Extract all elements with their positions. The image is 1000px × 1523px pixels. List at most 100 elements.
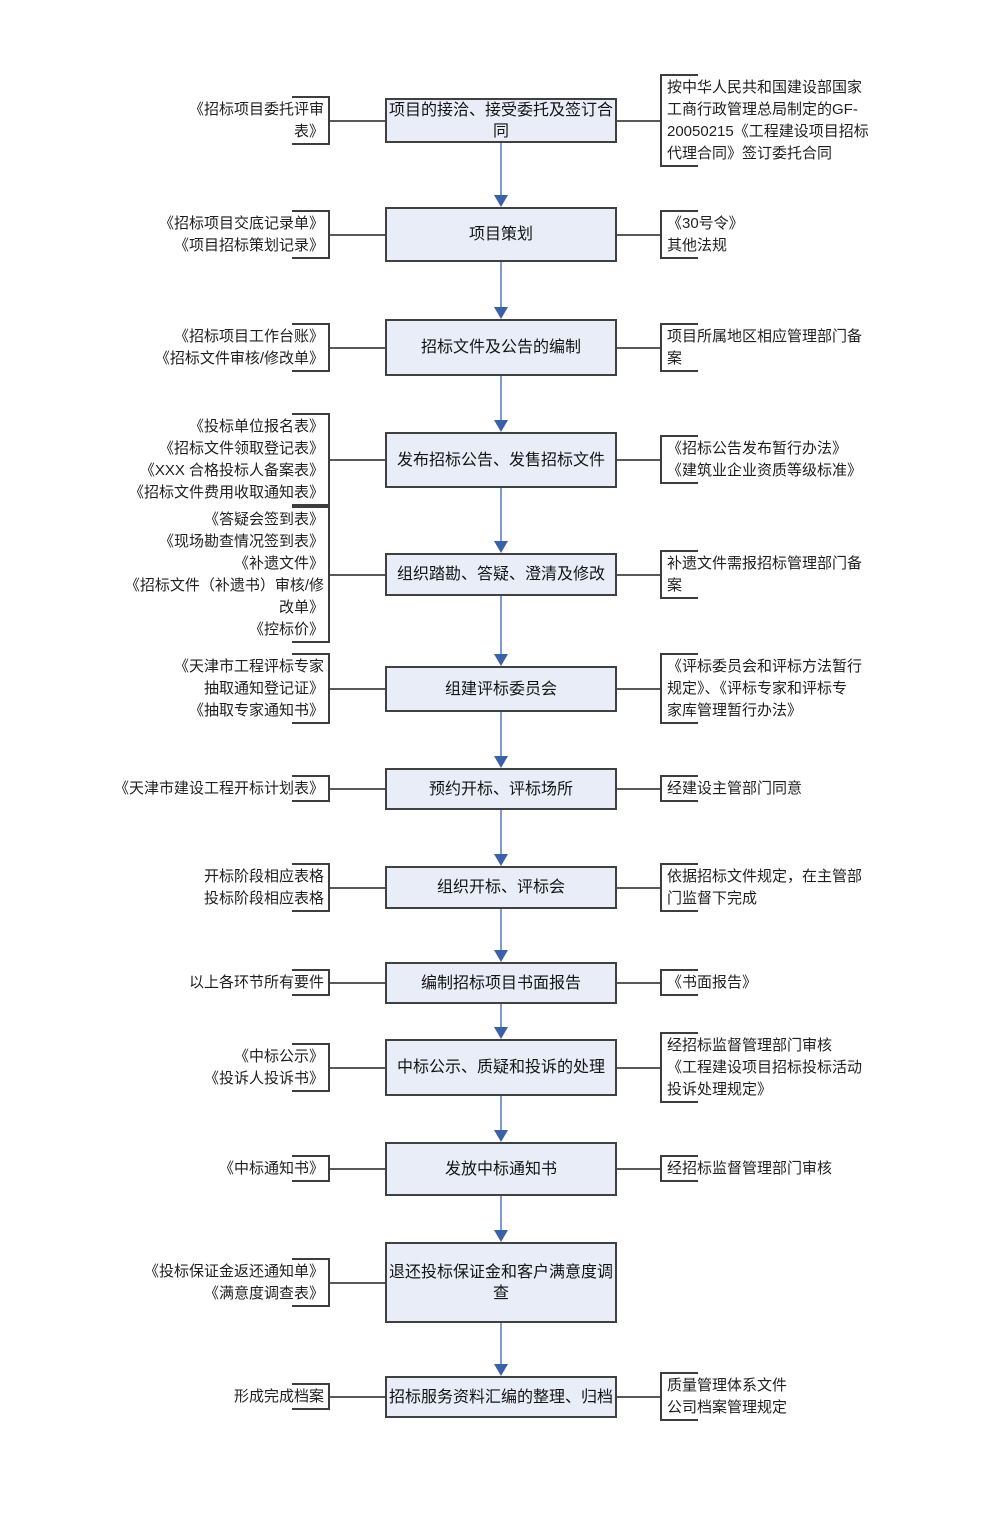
left-note-text: 《招标项目交底记录单》 《项目招标策划记录》 xyxy=(158,214,324,254)
left-note-text: 《中标公示》 《投诉人投诉书》 xyxy=(203,1047,324,1087)
connector-right xyxy=(617,573,660,576)
process-step-10: 中标公示、质疑和投诉的处理 xyxy=(385,1039,617,1096)
right-note-text: 《书面报告》 xyxy=(667,974,758,991)
process-step-12: 退还投标保证金和客户满意度调 查 xyxy=(385,1242,617,1323)
right-note-text: 按中华人民共和国建设部国家 工商行政管理总局制定的GF- 20050215《工程… xyxy=(667,78,869,162)
process-step-label: 招标文件及公告的编制 xyxy=(420,339,581,356)
right-note-13: 质量管理体系文件 公司档案管理规定 xyxy=(660,1372,787,1421)
arrow-shaft xyxy=(500,1323,502,1366)
down-arrow-11 xyxy=(494,1196,508,1242)
arrow-head-icon xyxy=(494,654,508,666)
left-note-2: 《招标项目交底记录单》 《项目招标策划记录》 xyxy=(158,209,330,259)
arrow-shaft xyxy=(500,810,502,856)
process-step-8: 组织开标、评标会 xyxy=(385,866,617,909)
left-note-bracket xyxy=(292,413,330,506)
left-note-bracket xyxy=(292,1155,330,1182)
process-step-label: 中标公示、质疑和投诉的处理 xyxy=(396,1059,605,1076)
arrow-head-icon xyxy=(494,1364,508,1376)
left-note-bracket xyxy=(292,322,330,372)
right-note-bracket xyxy=(660,775,698,802)
left-note-bracket xyxy=(292,95,330,145)
connector-right xyxy=(617,119,660,122)
process-step-label: 预约开标、评标场所 xyxy=(428,780,573,798)
connector-left xyxy=(330,459,385,461)
process-step-label: 项目策划 xyxy=(468,226,533,243)
process-step-label: 组织踏勘、答疑、澄清及修改 xyxy=(396,566,605,583)
process-step-1: 项目的接洽、接受委托及签订合 同 xyxy=(385,98,617,143)
flow-row-1: 《招标项目委托评审 表》项目的接洽、接受委托及签订合 同按中华人民共和国建设部国… xyxy=(0,73,1000,167)
right-note-9: 《书面报告》 xyxy=(660,969,758,996)
right-note-bracket xyxy=(660,653,698,724)
left-note-9: 以上各环节所有要件 xyxy=(188,969,330,996)
process-step-7: 预约开标、评标场所 xyxy=(385,768,617,810)
connector-left xyxy=(330,688,385,690)
connector-right xyxy=(617,788,660,790)
connector-left xyxy=(330,1168,385,1170)
left-note-bracket xyxy=(292,1257,330,1307)
right-note-8: 依据招标文件规定，在主管部 门监督下完成 xyxy=(660,862,863,912)
connector-right xyxy=(617,346,660,349)
arrow-head-icon xyxy=(494,756,508,768)
arrow-shaft xyxy=(500,712,502,758)
arrow-shaft xyxy=(500,909,502,952)
process-step-label: 发放中标通知书 xyxy=(444,1160,557,1178)
left-note-text: 《招标项目工作台账》 《招标文件审核/修改单》 xyxy=(154,327,324,367)
left-note-text: 形成完成档案 xyxy=(233,1388,324,1405)
connector-left xyxy=(330,1066,385,1069)
right-note-bracket xyxy=(660,1372,698,1421)
arrow-shaft xyxy=(500,376,502,422)
process-step-13: 招标服务资料汇编的整理、归档 xyxy=(385,1376,617,1418)
flow-row-12: 《投标保证金返还通知单》 《满意度调查表》退还投标保证金和客户满意度调 查 xyxy=(0,1242,1000,1323)
flow-row-10: 《中标公示》 《投诉人投诉书》 中标公示、质疑和投诉的处理 经招标监督管理部门审核 … xyxy=(0,1031,1000,1103)
left-note-bracket xyxy=(292,1383,330,1410)
left-note-bracket xyxy=(292,775,330,802)
down-arrow-3 xyxy=(494,376,508,432)
process-step-9: 编制招标项目书面报告 xyxy=(385,962,617,1004)
flow-row-7: 《天津市建设工程开标计划表》预约开标、评标场所经建设主管部门同意 xyxy=(0,768,1000,810)
down-arrow-12 xyxy=(494,1323,508,1376)
right-note-text: 《评标委员会和评标方法暂行 规定》、《评标专家和评标专 家库管理暂行办法》 xyxy=(667,658,863,719)
process-step-3: 招标文件及公告的编制 xyxy=(385,319,617,376)
down-arrow-7 xyxy=(494,810,508,866)
left-note-text: 以上各环节所有要件 xyxy=(188,974,324,991)
connector-right xyxy=(617,459,660,461)
connector-right xyxy=(617,233,660,236)
right-note-11: 经招标监督管理部门审核 xyxy=(660,1155,832,1182)
left-note-8: 开标阶段相应表格 投标阶段相应表格 xyxy=(204,862,330,912)
right-note-3: 项目所属地区相应管理部门备 案 xyxy=(660,322,862,372)
right-note-text: 补遗文件需报招标管理部门备 案 xyxy=(667,554,863,594)
right-note-text: 经招标监督管理部门审核 《工程建设项目招标投标活动 投诉处理规定》 xyxy=(667,1036,863,1098)
connector-left xyxy=(330,233,385,236)
process-step-2: 项目策划 xyxy=(385,207,617,262)
right-note-5: 补遗文件需报招标管理部门备 案 xyxy=(660,549,863,599)
left-note-text: 《答疑会签到表》 《现场勘查情况签到表》 《补遗文件》 《招标文件（补遗书）审核… xyxy=(124,510,324,638)
connector-left xyxy=(330,346,385,349)
left-note-bracket xyxy=(292,653,330,724)
connector-left xyxy=(330,119,385,122)
flow-row-8: 开标阶段相应表格 投标阶段相应表格 组织开标、评标会 依据招标文件规定，在主管部 门… xyxy=(0,862,1000,912)
process-step-label: 组织开标、评标会 xyxy=(436,879,565,896)
arrow-shaft xyxy=(500,143,502,197)
connector-left xyxy=(330,1396,385,1398)
left-note-bracket xyxy=(292,209,330,259)
right-note-bracket xyxy=(660,1031,698,1103)
arrow-shaft xyxy=(500,596,502,656)
connector-left xyxy=(330,886,385,889)
down-arrow-8 xyxy=(494,909,508,962)
flow-row-4: 《投标单位报名表》 《招标文件领取登记表》 《XXX 合格投标人备案表》 《招标… xyxy=(0,413,1000,506)
down-arrow-2 xyxy=(494,262,508,319)
flow-row-13: 形成完成档案 招标服务资料汇编的整理、归档 质量管理体系文件 公司档案管理规定 xyxy=(0,1372,1000,1421)
right-note-1: 按中华人民共和国建设部国家 工商行政管理总局制定的GF- 20050215《工程… xyxy=(660,73,869,167)
flow-row-6: 《天津市工程评标专家 抽取通知登记证》 《抽取专家通知书》组建评标委员会《评标委… xyxy=(0,653,1000,724)
right-note-bracket xyxy=(660,969,698,996)
right-note-bracket xyxy=(660,209,698,259)
arrow-shaft xyxy=(500,1196,502,1232)
flow-row-3: 《招标项目工作台账》 《招标文件审核/修改单》 招标文件及公告的编制 项目所属地区相… xyxy=(0,319,1000,376)
right-note-text: 依据招标文件规定，在主管部 门监督下完成 xyxy=(667,867,863,907)
process-step-5: 组织踏勘、答疑、澄清及修改 xyxy=(385,553,617,596)
arrow-head-icon xyxy=(494,195,508,207)
right-note-4: 《招标公告发布暂行办法》 《建筑业企业资质等级标准》 xyxy=(660,435,862,484)
right-note-bracket xyxy=(660,73,698,167)
left-note-bracket xyxy=(292,1042,330,1092)
